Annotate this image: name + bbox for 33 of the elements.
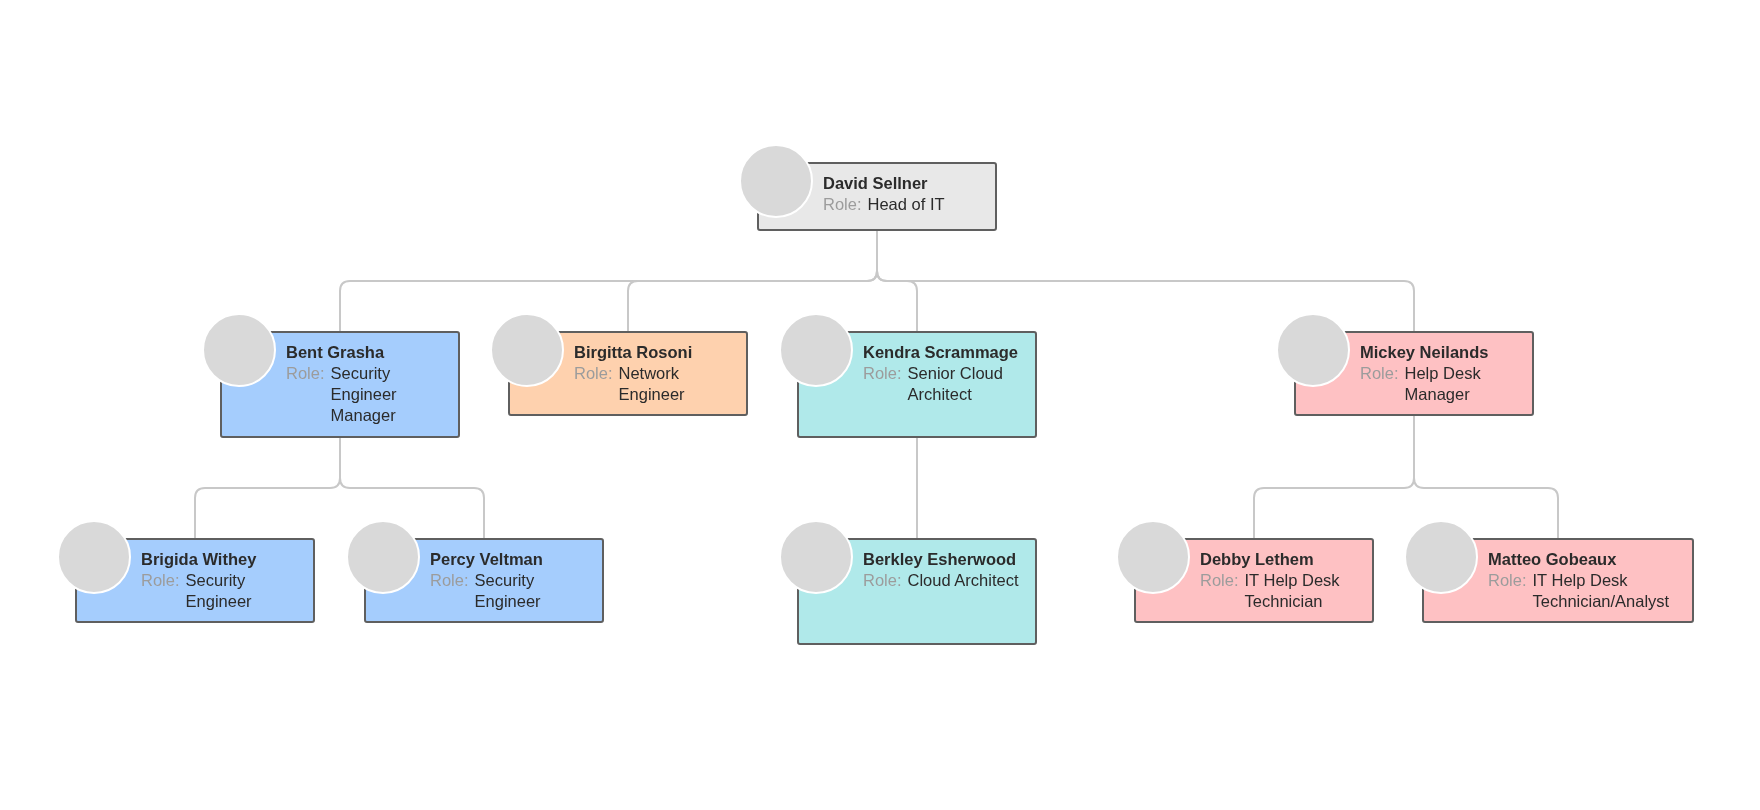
role-text: Cloud Architect [907, 570, 1020, 591]
person-name: Berkley Esherwood [863, 549, 1018, 570]
role-text: Head of IT [867, 194, 946, 215]
person-name: Percy Veltman [430, 549, 544, 570]
role-label: Role: [863, 570, 902, 591]
person-name: Matteo Gobeaux [1488, 549, 1618, 570]
role-label: Role: [430, 570, 469, 591]
role-text: Senior Cloud Architect [907, 363, 1004, 405]
role-label: Role: [1360, 363, 1399, 384]
connector-line [916, 437, 918, 539]
role-text: IT Help Desk Technician [1244, 570, 1341, 612]
role-label: Role: [286, 363, 325, 384]
person-name: Birgitta Rosoni [574, 342, 694, 363]
person-name: Kendra Scrammage [863, 342, 1019, 363]
person-name: Bent Grasha [286, 342, 386, 363]
connector-line [1413, 415, 1559, 539]
role-label: Role: [823, 194, 862, 215]
role-text: Security Engineer Manager [330, 363, 398, 426]
role-text: Security Engineer [185, 570, 253, 612]
person-name: Debby Lethem [1200, 549, 1315, 570]
person-name: Brigida Withey [141, 549, 258, 570]
connector-line [339, 437, 485, 539]
person-name: Mickey Neilands [1360, 342, 1490, 363]
role-label: Role: [141, 570, 180, 591]
role-text: Network Engineer [618, 363, 686, 405]
role-label: Role: [863, 363, 902, 384]
role-text: Security Engineer [474, 570, 542, 612]
role-text: IT Help Desk Technician/Analyst [1532, 570, 1671, 612]
person-name: David Sellner [823, 173, 929, 194]
role-label: Role: [1200, 570, 1239, 591]
role-label: Role: [574, 363, 613, 384]
role-label: Role: [1488, 570, 1527, 591]
role-text: Help Desk Manager [1404, 363, 1482, 405]
